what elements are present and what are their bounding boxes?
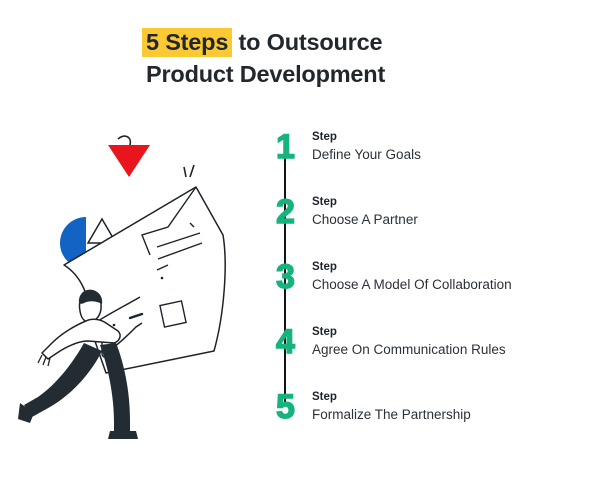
document-dot-1 — [160, 276, 164, 280]
step-text-5: Step Formalize The Partnership — [312, 390, 471, 424]
motion-ticks-icon — [183, 164, 195, 178]
step-description-4: Agree On Communication Rules — [312, 342, 506, 357]
title-highlight: 5 Steps — [142, 28, 233, 57]
step-label-2: Step — [312, 196, 337, 208]
page-title: 5 Steps to Outsource Product Development — [142, 26, 566, 90]
document-fold-line — [141, 186, 197, 256]
document-scribble-lines — [156, 232, 203, 271]
illustration-person-carrying-document — [18, 115, 248, 445]
step-text-2: Step Choose A Partner — [312, 195, 418, 229]
step-description-2: Choose A Partner — [312, 212, 418, 227]
red-downward-triangle-icon — [108, 145, 150, 177]
document-dot-2 — [112, 323, 116, 327]
person-front-leg — [100, 343, 130, 435]
step-label-3: Step — [312, 261, 337, 273]
timeline-line — [284, 142, 286, 404]
person-torso — [41, 318, 121, 360]
step-item-5[interactable]: 5 Step Formalize The Partnership — [262, 387, 592, 434]
person-grip — [128, 312, 144, 320]
step-label-1: Step — [312, 131, 337, 143]
step-number-2: 2 — [275, 192, 295, 231]
step-description-1: Define Your Goals — [312, 147, 421, 162]
step-number-5: 5 — [275, 387, 295, 426]
step-text-4: Step Agree On Communication Rules — [312, 325, 506, 359]
step-item-3[interactable]: 3 Step Choose A Model Of Collaboration — [262, 257, 592, 304]
step-label-4: Step — [312, 326, 337, 338]
step-number-3: 3 — [275, 257, 295, 296]
step-label-5: Step — [312, 391, 337, 403]
step-text-3: Step Choose A Model Of Collaboration — [312, 260, 512, 294]
step-number-4: 4 — [275, 322, 295, 361]
step-text-1: Step Define Your Goals — [312, 130, 421, 164]
person-hand-fingers — [37, 354, 51, 367]
step-description-5: Formalize The Partnership — [312, 407, 471, 422]
title-line-1: 5 Steps to Outsource — [142, 26, 566, 58]
steps-list: 1 Step Define Your Goals 2 Step Choose A… — [262, 127, 592, 435]
step-number-1: 1 — [275, 127, 295, 166]
person-back-leg — [24, 343, 102, 417]
person-hair — [78, 289, 103, 304]
step-item-1[interactable]: 1 Step Define Your Goals — [262, 127, 592, 174]
step-item-4[interactable]: 4 Step Agree On Communication Rules — [262, 322, 592, 369]
step-item-2[interactable]: 2 Step Choose A Partner — [262, 192, 592, 239]
document-square-mark — [159, 300, 187, 328]
person-back-arm — [97, 296, 141, 322]
title-line-2: Product Development — [146, 61, 386, 87]
step-description-3: Choose A Model Of Collaboration — [312, 277, 512, 292]
document-dash — [189, 222, 195, 228]
person-front-shoe — [108, 431, 138, 439]
title-rest: to Outsource — [232, 29, 383, 55]
person-back-shoe — [18, 403, 34, 423]
